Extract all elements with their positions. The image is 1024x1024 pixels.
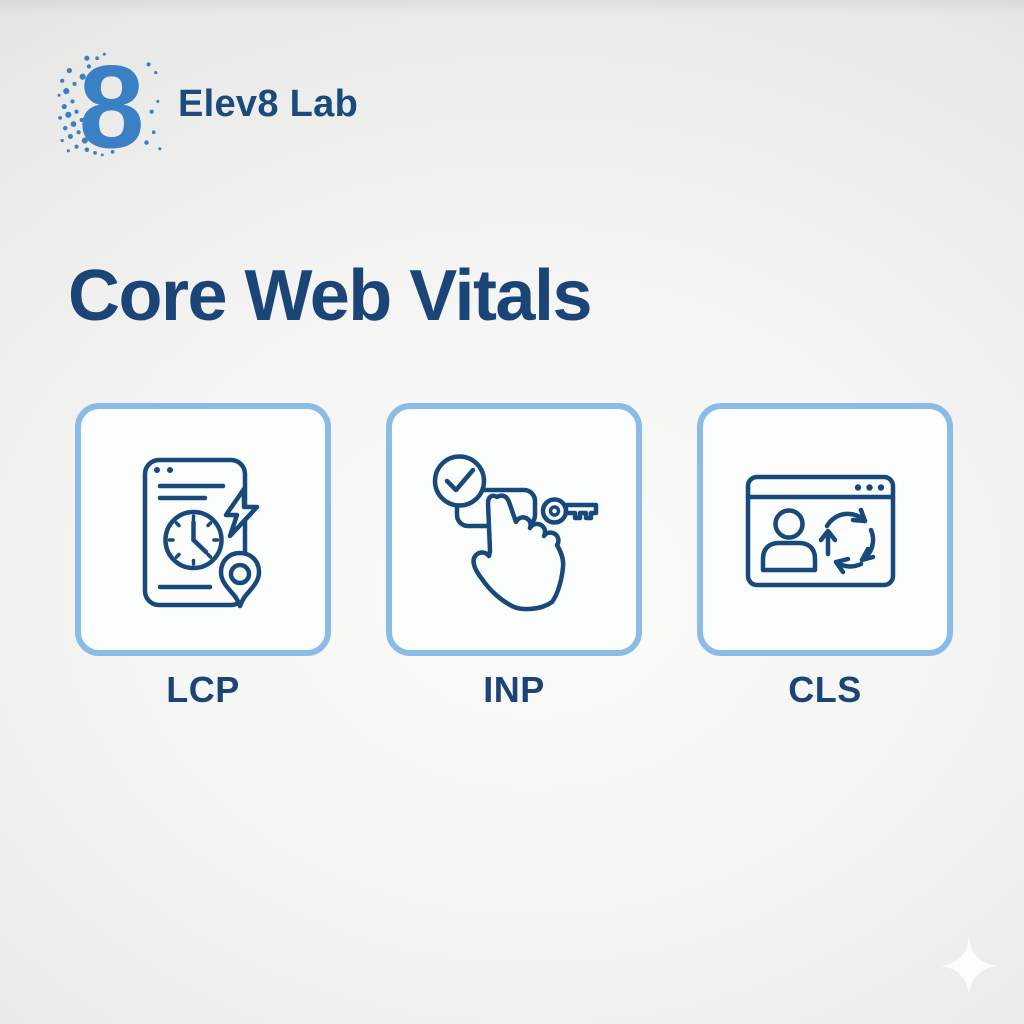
location-pin-icon bbox=[218, 550, 262, 609]
key-icon bbox=[540, 497, 599, 525]
vital-label-inp: INP bbox=[483, 669, 545, 710]
vital-card-lcp bbox=[75, 403, 331, 656]
vital-card-cls bbox=[697, 403, 953, 656]
vital-column-lcp: LCP bbox=[75, 403, 331, 708]
lightning-bolt-icon bbox=[223, 486, 260, 539]
user-icon bbox=[760, 508, 818, 573]
tap-interaction-icon bbox=[432, 454, 599, 612]
checkmark-circle-icon bbox=[432, 454, 487, 508]
vital-card-inp bbox=[386, 403, 642, 656]
elev8-splatter-logo-icon: 8 bbox=[57, 50, 162, 158]
vital-column-cls: CLS bbox=[697, 403, 953, 708]
vital-label-cls: CLS bbox=[788, 669, 862, 710]
vitals-cards-row: LCP bbox=[75, 403, 953, 708]
cycle-arrows-icon bbox=[818, 507, 876, 575]
logo-eight-glyph: 8 bbox=[79, 50, 145, 158]
brand: 8 Elev8 Lab bbox=[56, 50, 358, 158]
four-point-star-icon bbox=[940, 937, 998, 995]
vital-column-inp: INP bbox=[386, 403, 642, 708]
layout-shift-browser-icon bbox=[745, 474, 896, 588]
page-title: Core Web Vitals bbox=[68, 256, 593, 336]
brand-name: Elev8 Lab bbox=[178, 82, 359, 125]
vital-label-lcp: LCP bbox=[166, 669, 240, 710]
pointing-hand-icon bbox=[471, 493, 566, 612]
page-load-speed-icon bbox=[142, 457, 262, 609]
